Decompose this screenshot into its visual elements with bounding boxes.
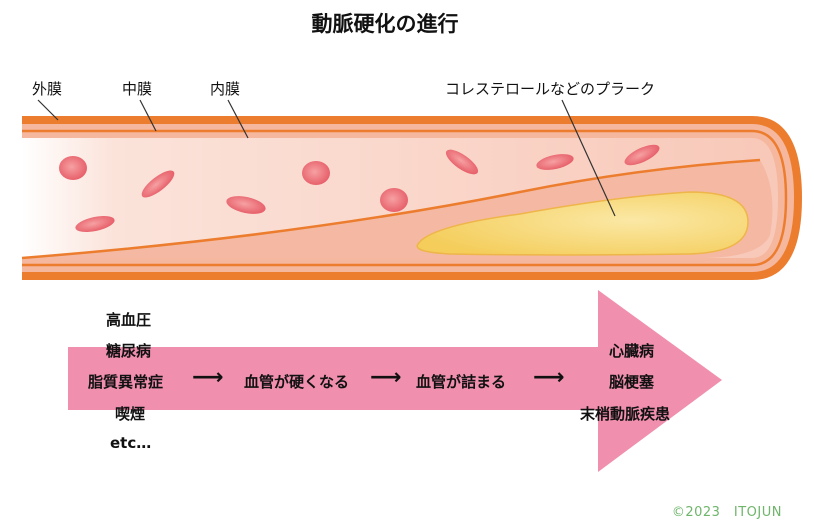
middle-membrane-pointer (139, 99, 157, 132)
label-outer-membrane: 外膜 (32, 80, 63, 98)
cause-item: 糖尿病 (106, 342, 152, 360)
blood-cell (141, 170, 175, 198)
cause-item: 脂質異常症 (88, 373, 164, 391)
red-blood-cells (59, 144, 660, 233)
blood-cell (624, 144, 660, 166)
blood-cell (536, 154, 574, 170)
blood-cell (445, 149, 479, 175)
blood-cell (302, 161, 330, 185)
cause-item: 高血圧 (106, 311, 152, 329)
plaque-pointer (561, 99, 616, 217)
outcome-item: 心臓病 (609, 342, 655, 360)
blood-cell (226, 196, 266, 214)
right-arrow-icon: ⟶ (533, 365, 565, 390)
cause-item: 喫煙 (115, 405, 146, 423)
label-middle-membrane: 中膜 (122, 80, 153, 98)
outcome-item: 脳梗塞 (609, 373, 655, 391)
inner-membrane-pointer (227, 99, 249, 139)
inner-membrane-line (21, 158, 761, 260)
diagram-title: 動脈硬化の進行 (311, 12, 459, 36)
blood-cell (380, 188, 408, 212)
blood-cell (75, 215, 115, 233)
progression-step: 血管が硬くなる (244, 373, 350, 391)
label-plaque: コレステロールなどのプラーク (445, 80, 656, 98)
middle-membrane-line (22, 129, 788, 267)
progression-step: 血管が詰まる (416, 373, 507, 391)
right-arrow-icon: ⟶ (192, 365, 224, 390)
progression-big-arrow (68, 290, 722, 472)
copyright-text: ©2023 ITOJUN (671, 505, 782, 520)
plaque-shape (416, 191, 749, 256)
blood-cell (59, 156, 87, 180)
outcome-item: 末梢動脈疾患 (580, 405, 671, 423)
right-arrow-icon: ⟶ (370, 365, 402, 390)
label-inner-membrane: 内膜 (210, 80, 241, 98)
outer-membrane-pointer (37, 99, 59, 121)
cause-item: etc… (110, 434, 152, 452)
